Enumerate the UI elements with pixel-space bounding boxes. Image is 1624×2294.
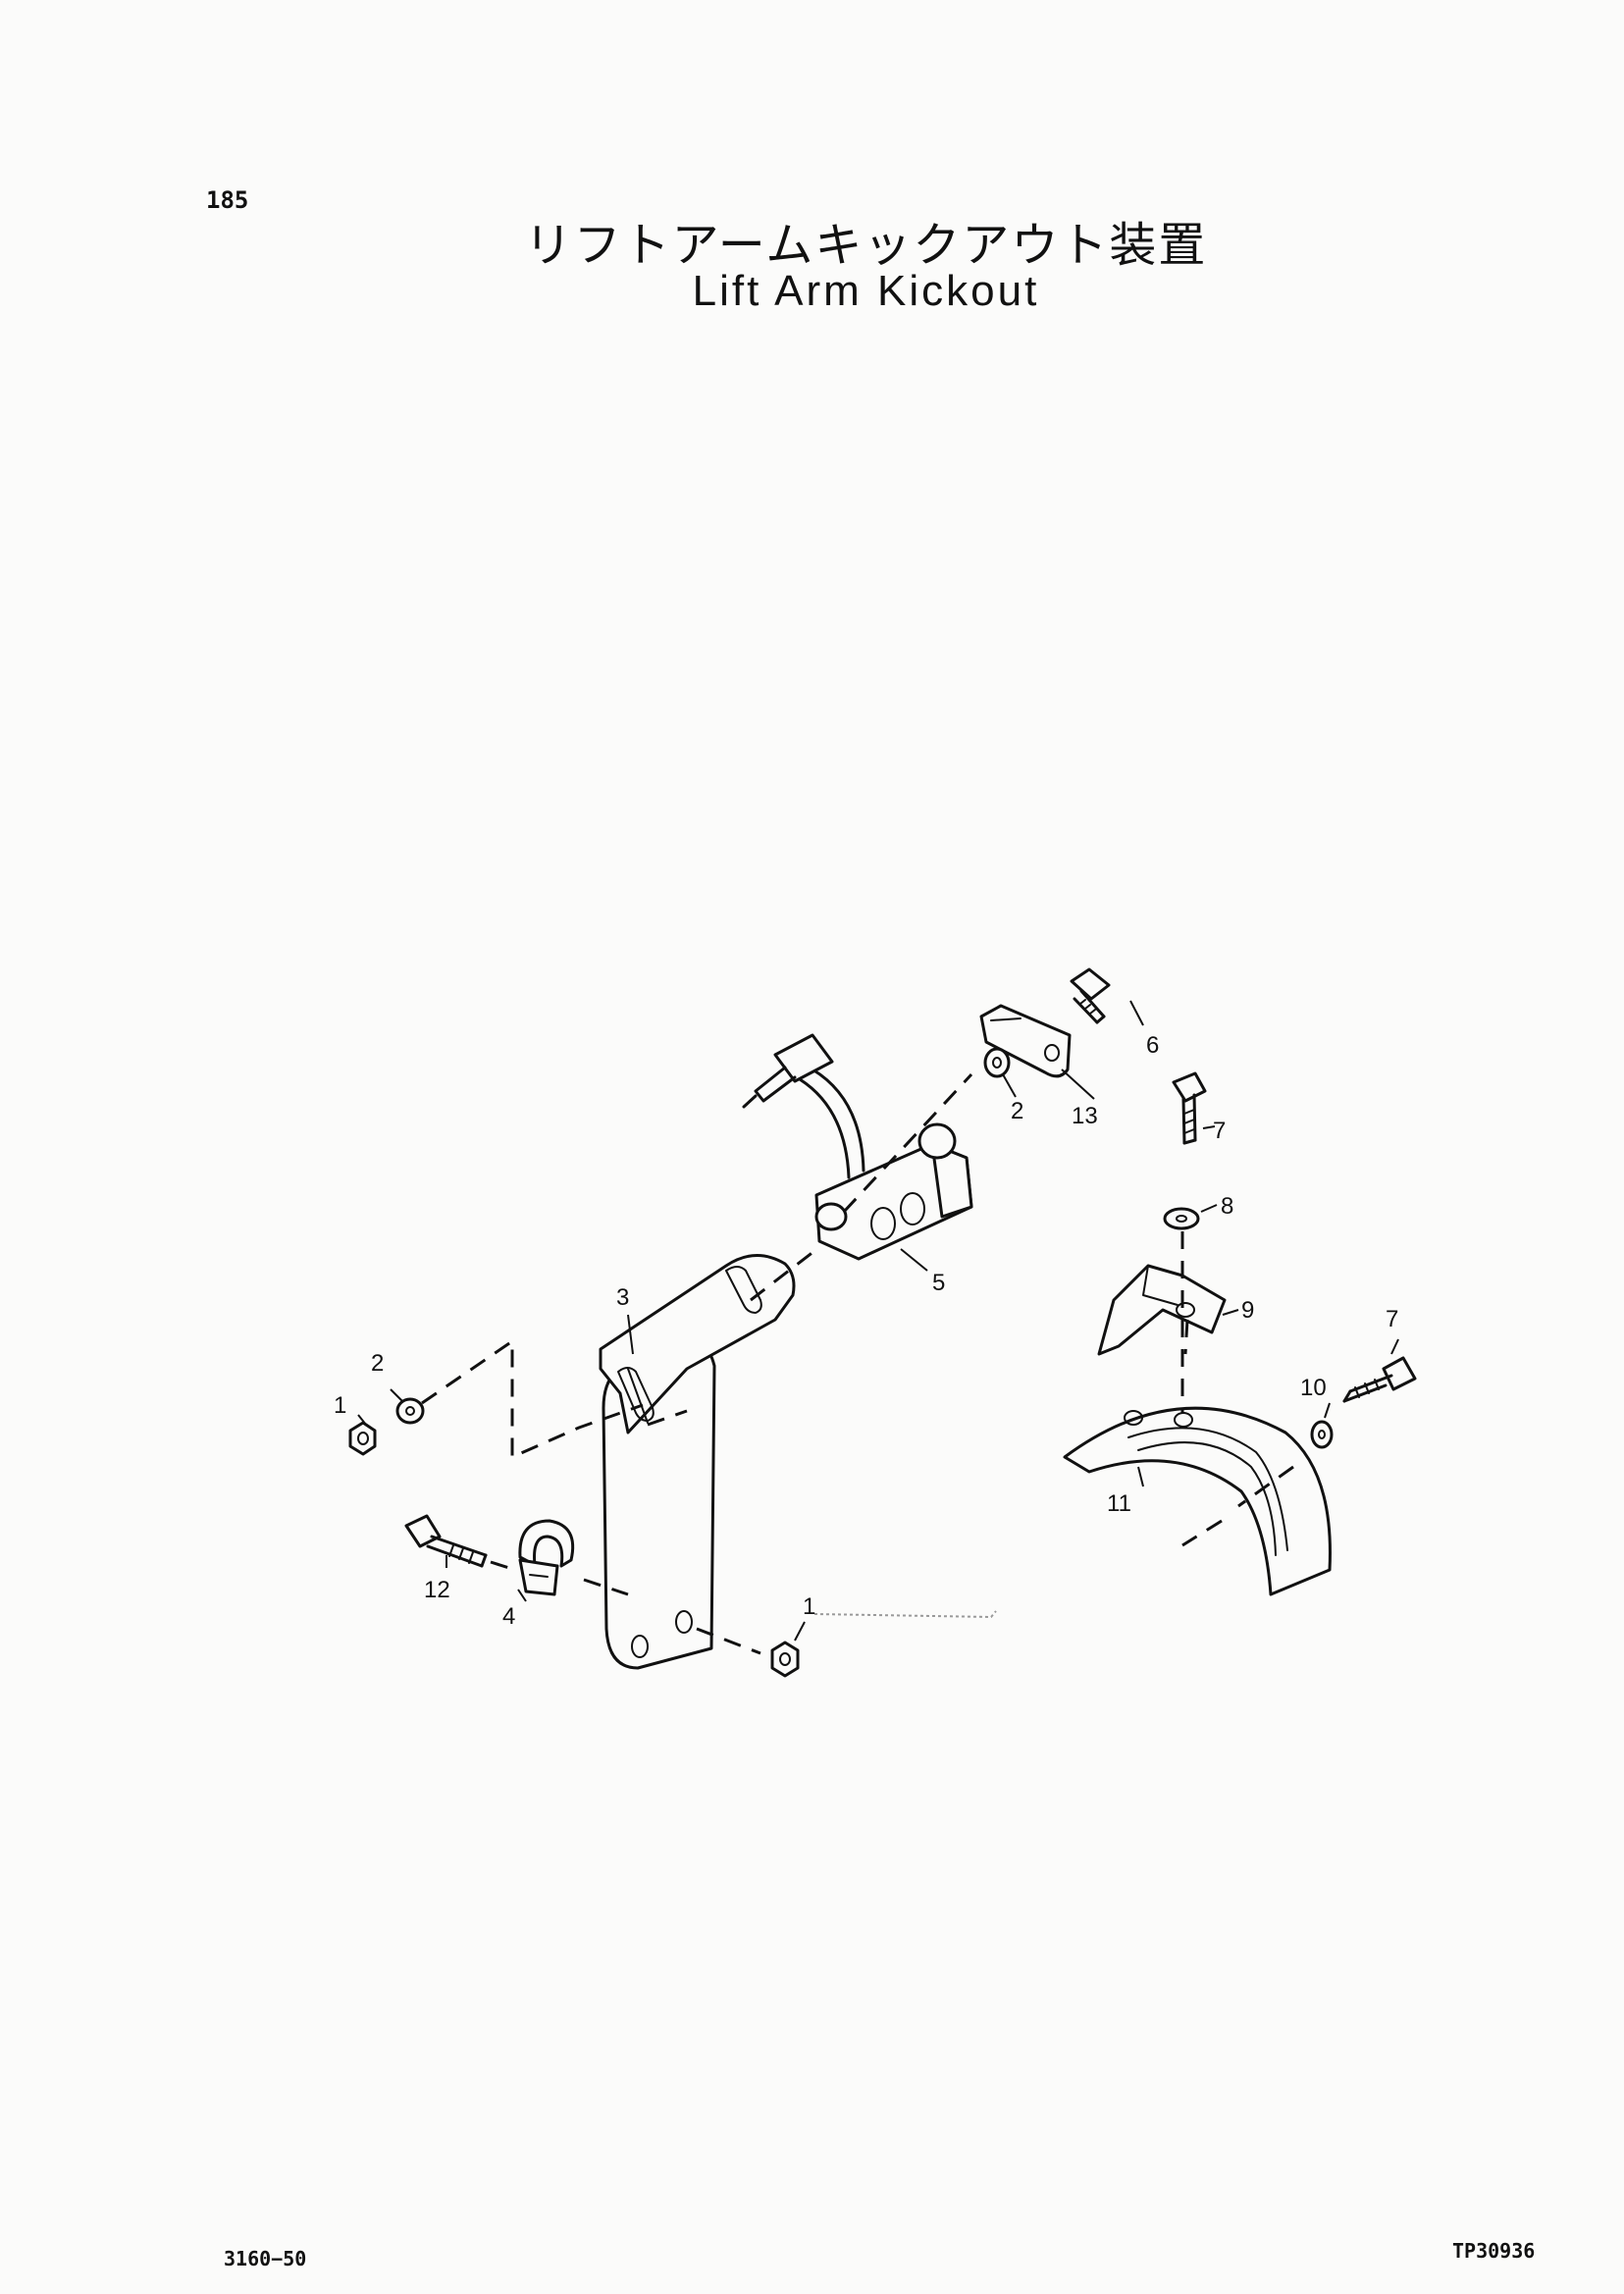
part-8-washer — [1163, 1207, 1200, 1230]
part-11-curved-plate — [1063, 1406, 1332, 1596]
part-6-bolt — [1070, 967, 1111, 1024]
callout-13: 13 — [1072, 1103, 1098, 1129]
page-number: 185 — [206, 186, 249, 214]
callout-2-left: 2 — [371, 1350, 384, 1377]
part-2-washer-left — [395, 1397, 425, 1425]
callout-7-upper: 7 — [1213, 1118, 1226, 1144]
part-5-switch — [742, 1033, 973, 1261]
callout-8: 8 — [1221, 1193, 1233, 1220]
callout-12: 12 — [424, 1577, 450, 1603]
assembly-lines — [421, 1072, 1294, 1655]
callout-6: 6 — [1146, 1032, 1159, 1059]
callout-7-right: 7 — [1386, 1306, 1398, 1332]
part-1-nut-left — [348, 1421, 377, 1456]
callout-3: 3 — [616, 1284, 629, 1311]
part-13-bracket — [979, 1004, 1072, 1078]
part-7-bolt-upper — [1172, 1071, 1207, 1145]
leader-lines — [357, 1000, 1399, 1642]
part-10-washer — [1310, 1420, 1334, 1449]
title-english: Lift Arm Kickout — [692, 267, 1040, 315]
callouts: 1 2 3 4 5 6 7 8 9 10 7 11 12 2 13 1 — [334, 1032, 1398, 1630]
part-7-bolt-right — [1342, 1356, 1417, 1403]
callout-1-left: 1 — [334, 1392, 346, 1419]
part-9-clamp — [1097, 1264, 1227, 1356]
part-4-clip — [518, 1519, 575, 1596]
callout-10: 10 — [1300, 1375, 1327, 1401]
callout-2-upper: 2 — [1011, 1098, 1023, 1124]
part-1-nut-lower — [770, 1641, 800, 1678]
callout-9: 9 — [1241, 1297, 1254, 1324]
callout-11: 11 — [1107, 1490, 1131, 1517]
callout-4: 4 — [502, 1603, 515, 1630]
part-12-bolt — [404, 1514, 488, 1568]
footer-right-code: TP30936 — [1452, 2239, 1536, 2263]
callout-1-lower: 1 — [803, 1593, 815, 1620]
part-2-washer-upper — [983, 1047, 1011, 1078]
callout-5: 5 — [932, 1270, 945, 1296]
footer-left-code: 3160−50 — [224, 2247, 307, 2270]
title-japanese: リフトアームキックアウト装置 — [524, 218, 1208, 273]
part-3-bracket — [599, 1254, 796, 1670]
